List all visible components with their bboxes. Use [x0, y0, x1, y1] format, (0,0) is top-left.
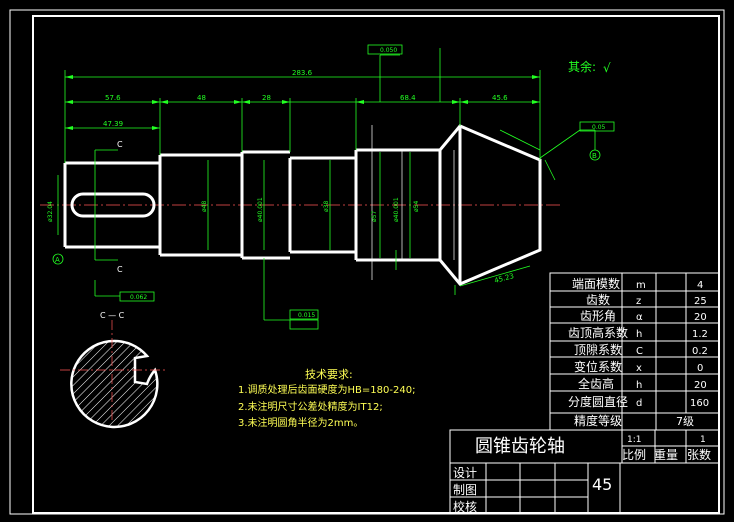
roughness-note: 其余: — [568, 59, 596, 74]
dim-dia-body: ø38 — [323, 201, 330, 212]
dim-dia-bearing: ø40.001 — [257, 197, 264, 222]
tol-value-2: 0.05 — [592, 124, 606, 131]
param-symbol: α — [636, 312, 643, 323]
tolerance-frames — [52, 44, 615, 330]
material-value: 45 — [592, 475, 612, 494]
param-value: 160 — [690, 398, 709, 409]
dimension-arrows — [65, 75, 540, 130]
sheet-outer-border — [9, 9, 725, 515]
datum-a-label: A — [55, 256, 60, 264]
section-view-label: C — C — [100, 311, 125, 320]
table-grid — [449, 272, 720, 514]
designed-label: 设计 — [453, 466, 477, 480]
param-symbol: z — [636, 296, 641, 307]
param-value: 20 — [694, 312, 707, 323]
title-block: 圆锥齿轮轴 1:1 1 比例 重量 张数 设计 制图 校核 45 — [453, 435, 711, 514]
dim-dia-left-shoulder: ø40.001 — [393, 197, 400, 222]
keyway-slot — [70, 192, 156, 218]
param-value: 4 — [697, 280, 703, 291]
shaft-detail-lines — [241, 125, 455, 280]
dim-seg-key: 57.6 — [105, 94, 121, 102]
section-mark-top: C — [117, 140, 123, 149]
dim-dia-key: ø32.04 — [47, 201, 54, 222]
param-symbol: C — [636, 346, 643, 357]
dim-key-len: 47.39 — [103, 120, 123, 128]
param-symbol: h — [636, 329, 642, 340]
datum-b-label: B — [592, 152, 597, 160]
checked-label: 校核 — [453, 499, 477, 514]
shaft-outline — [63, 124, 542, 286]
tech-req-item-1: 1.调质处理后齿面硬度为HB=180-240; — [238, 383, 415, 396]
param-value: 1.2 — [692, 329, 708, 340]
param-name: 全齿高 — [578, 376, 614, 391]
param-grade-label: 精度等级 — [574, 413, 622, 428]
param-name: 齿数 — [586, 292, 610, 307]
param-name: 齿顶高系数 — [568, 325, 628, 340]
param-value: 25 — [694, 296, 707, 307]
section-mark-bottom: C — [117, 265, 123, 274]
param-value: 0.2 — [692, 346, 708, 357]
dim-seg-bearing: 28 — [262, 94, 271, 102]
dim-dia-shoulder: ø57 — [371, 211, 378, 222]
scale-label: 比例 — [622, 448, 646, 462]
dim-dia-right: ø54 — [413, 201, 420, 212]
sheets-label: 张数 — [687, 447, 711, 462]
tech-req-item-2: 2.未注明尺寸公差处精度为IT12; — [238, 400, 383, 413]
param-name: 端面模数 — [572, 276, 620, 291]
dimension-lines — [57, 48, 596, 321]
param-name: 齿形角 — [580, 309, 616, 323]
param-value: 20 — [694, 380, 707, 391]
param-symbol: x — [636, 363, 642, 374]
dim-cone-angle: 45.23 — [493, 272, 514, 285]
dim-seg-mid: 48 — [197, 94, 206, 102]
part-name: 圆锥齿轮轴 — [475, 436, 565, 457]
param-symbol: m — [636, 280, 646, 291]
param-symbol: h — [636, 380, 642, 391]
param-symbol: d — [636, 398, 642, 409]
dim-dia-mid: ø48 — [201, 201, 208, 212]
dim-overall-length: 283.6 — [292, 69, 313, 77]
param-value: 0 — [697, 363, 703, 374]
roughness-symbol-icon: √ — [603, 61, 611, 75]
tech-req-item-3: 3.未注明圆角半径为2mm。 — [238, 416, 363, 429]
tol-value-3: 0.062 — [130, 294, 147, 301]
param-table: 端面模数 m 4 齿数 z 25 齿形角 α 20 齿顶高系数 h 1.2 顶隙… — [568, 276, 709, 428]
param-grade-value: 7级 — [676, 415, 694, 428]
count-value: 1 — [700, 435, 706, 445]
weight-label: 重量 — [654, 448, 678, 462]
tech-req-title: 技术要求: — [305, 368, 353, 381]
drawn-label: 制图 — [453, 483, 477, 497]
scale-value: 1:1 — [627, 435, 641, 445]
sheet-inner-border — [32, 15, 720, 514]
dim-seg-cone: 45.6 — [492, 94, 508, 102]
section-view-cc — [60, 320, 165, 429]
param-name: 变位系数 — [574, 359, 622, 374]
param-name: 分度圆直径 — [568, 394, 628, 409]
param-name: 顶隙系数 — [574, 342, 622, 357]
tol-value-4: 0.015 — [298, 312, 315, 319]
tol-value-1: 0.050 — [380, 47, 397, 54]
dim-seg-cone-len: 68.4 — [400, 94, 416, 102]
